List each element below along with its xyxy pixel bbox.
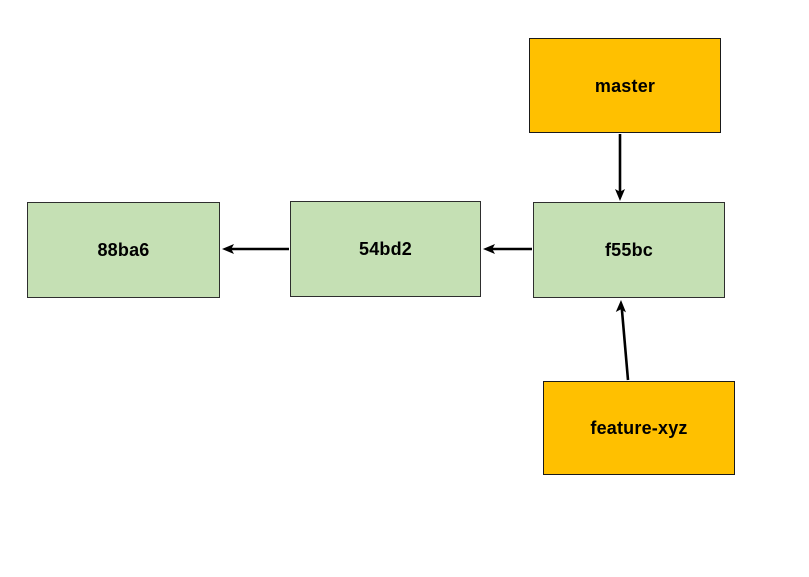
node-feature-xyz[interactable]: feature-xyz: [543, 381, 735, 475]
node-f55bc-label: f55bc: [604, 240, 654, 260]
edge-f55bc-to-54bd2: [483, 244, 532, 254]
node-master-label: master: [594, 75, 656, 96]
edge-feature-xyz-to-f55bc: [615, 300, 630, 381]
node-54bd2-label: 54bd2: [358, 239, 413, 259]
node-feature-xyz-label: feature-xyz: [590, 418, 688, 438]
edge-54bd2-to-88ba6: [222, 244, 289, 254]
node-master[interactable]: master: [529, 38, 721, 133]
node-54bd2[interactable]: 54bd2: [290, 201, 481, 297]
edge-master-to-f55bc: [615, 134, 625, 201]
node-f55bc[interactable]: f55bc: [533, 202, 725, 298]
node-88ba6[interactable]: 88ba6: [27, 202, 220, 298]
node-88ba6-label: 88ba6: [97, 240, 150, 260]
